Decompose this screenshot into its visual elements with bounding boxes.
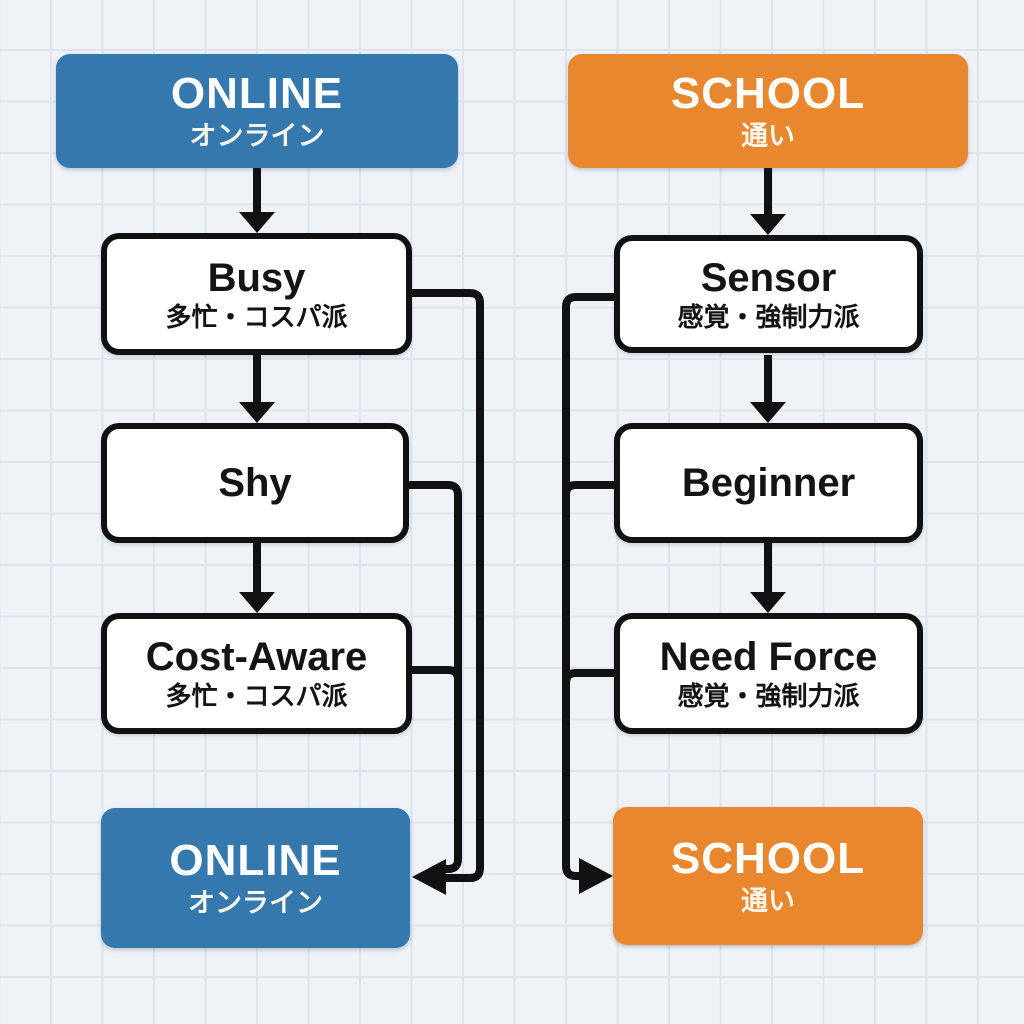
- node-cost-aware-subtitle: 多忙・コスパ派: [165, 681, 348, 712]
- arrowhead-busy-to-shy: [239, 402, 275, 423]
- edge-busy-to-online-bottom: [408, 289, 484, 882]
- node-need-force-subtitle: 感覚・強制力派: [677, 681, 860, 712]
- node-sensor-subtitle: 感覚・強制力派: [677, 301, 860, 332]
- arrowhead-into-school-bottom: [579, 858, 613, 894]
- node-sensor: Sensor 感覚・強制力派: [614, 235, 923, 353]
- node-cost-aware: Cost-Aware 多忙・コスパ派: [101, 613, 412, 734]
- edge-needforce-join: [562, 669, 616, 705]
- node-sensor-title: Sensor: [700, 255, 837, 300]
- arrowhead-online-top-to-busy: [239, 212, 275, 233]
- node-beginner-title: Beginner: [681, 461, 856, 505]
- node-school-bottom-subtitle: 通い: [741, 886, 795, 917]
- arrowhead-into-online-bottom: [412, 859, 446, 895]
- node-online-top: ONLINE オンライン: [56, 54, 458, 168]
- node-cost-aware-title: Cost-Aware: [145, 635, 368, 680]
- node-school-top-subtitle: 通い: [741, 121, 795, 152]
- node-online-bottom-title: ONLINE: [169, 835, 342, 885]
- edge-shy-to-online-bottom: [408, 481, 462, 873]
- edge-beginner-join: [562, 481, 616, 517]
- node-school-top: SCHOOL 通い: [568, 54, 968, 168]
- edge-costaware-join: [408, 666, 462, 702]
- node-school-bottom: SCHOOL 通い: [613, 807, 923, 945]
- node-online-bottom-subtitle: オンライン: [188, 888, 323, 919]
- node-school-top-title: SCHOOL: [670, 68, 866, 118]
- arrowhead-shy-to-costaware: [239, 592, 275, 613]
- node-busy: Busy 多忙・コスパ派: [101, 233, 412, 355]
- arrowhead-beginner-to-needforce: [750, 592, 786, 613]
- node-online-top-title: ONLINE: [170, 68, 344, 118]
- node-shy-title: Shy: [218, 461, 292, 505]
- node-online-bottom: ONLINE オンライン: [101, 808, 410, 948]
- node-online-top-subtitle: オンライン: [189, 121, 325, 152]
- node-busy-title: Busy: [207, 255, 306, 300]
- edge-sensor-to-school-bottom: [562, 293, 616, 880]
- arrowhead-school-top-to-sensor: [750, 214, 786, 235]
- node-need-force-title: Need Force: [659, 635, 878, 680]
- arrowhead-sensor-to-beginner: [750, 402, 786, 423]
- node-school-bottom-title: SCHOOL: [670, 833, 866, 883]
- node-need-force: Need Force 感覚・強制力派: [614, 613, 923, 734]
- node-shy: Shy: [101, 423, 409, 543]
- node-busy-subtitle: 多忙・コスパ派: [165, 301, 348, 332]
- node-beginner: Beginner: [614, 423, 923, 543]
